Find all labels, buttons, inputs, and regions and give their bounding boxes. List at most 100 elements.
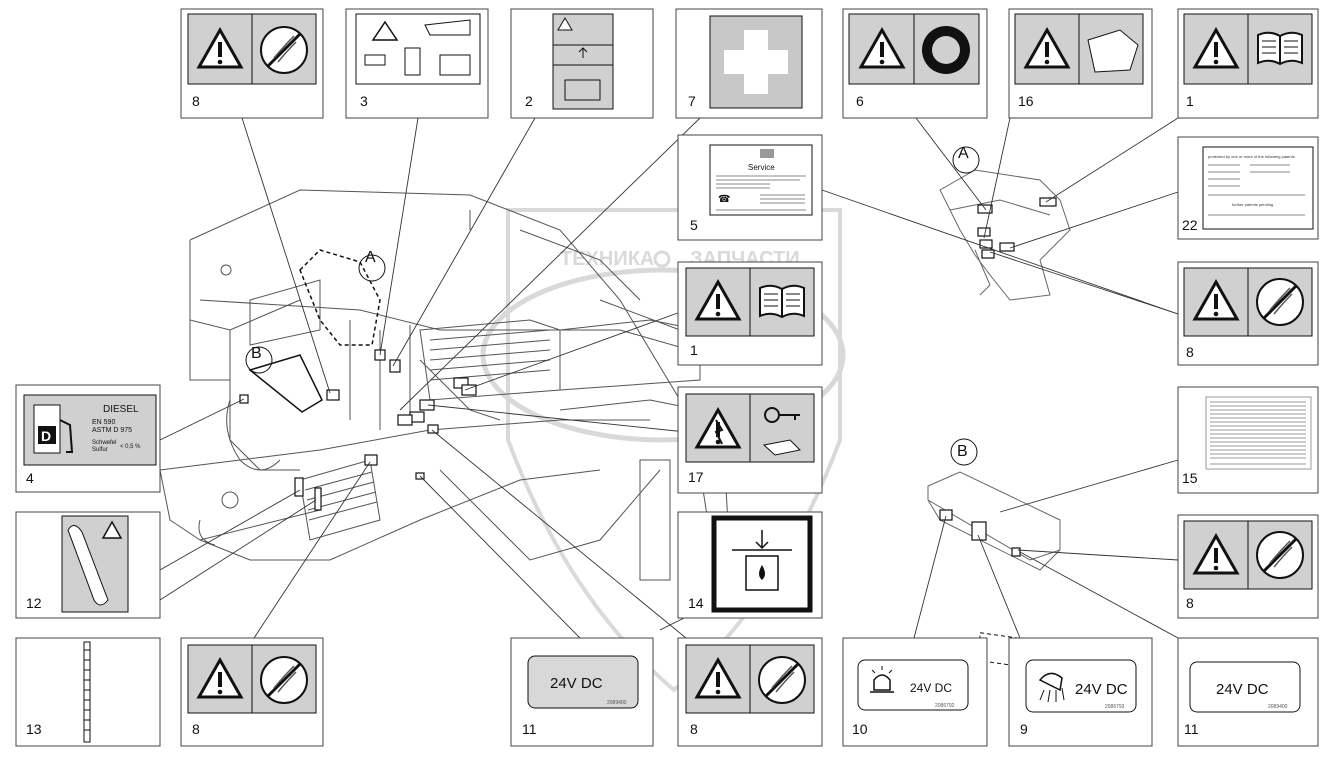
callout-box-5: Service ☎ 5 (677, 134, 823, 241)
detail-b-label: B (957, 443, 968, 460)
callout-number: 3 (360, 93, 368, 109)
scale-strip-icon (83, 641, 91, 743)
callout-number: 6 (856, 93, 864, 109)
callout-box-13: 13 (15, 637, 161, 747)
detail-a-label: A (958, 145, 969, 162)
callout-box-16: 16 (1008, 8, 1153, 119)
patents-footer: further patents pending (1232, 202, 1273, 207)
diesel-title: DIESEL (103, 404, 139, 415)
callout-box-9: 24V DC 2086793 9 (1008, 637, 1153, 747)
warning-icon (371, 20, 399, 41)
callout-number: 7 (688, 93, 696, 109)
view-b-label: B (251, 345, 262, 362)
battery-disconnect-icon (364, 19, 471, 76)
no-spray-icon (1255, 530, 1305, 580)
hydraulic-oil-icon (732, 549, 792, 591)
manual-icon (762, 439, 802, 456)
callout-number: 5 (690, 217, 698, 233)
no-spray-icon (1255, 277, 1305, 327)
detail-b-marker (950, 438, 978, 466)
callout-box-22: protected by one or more of the followin… (1177, 136, 1319, 240)
no-spray-icon (259, 25, 309, 75)
crush-hazard-icon (1087, 29, 1139, 73)
callout-number: 8 (192, 93, 200, 109)
callout-number: 17 (688, 469, 704, 485)
arrow-up-icon (578, 47, 588, 58)
region-b-outline (248, 354, 323, 413)
diesel-norm2: ASTM D 975 (92, 427, 132, 434)
callout-box-3: 3 (345, 8, 489, 119)
view-b-marker (245, 346, 273, 374)
voltage-code: 2089400 (1268, 704, 1288, 710)
callout-box-8-right-lower: 8 (1177, 514, 1319, 619)
diesel-sulfur-value: < 0,5 % (120, 444, 141, 450)
callout-box-12: 12 (15, 511, 161, 619)
callout-box-11: 24V DC 2089400 11 (510, 637, 654, 747)
diesel-sulfur-en: Sulfur (92, 447, 108, 453)
callout-number: 8 (1186, 595, 1194, 611)
leader-lines (159, 117, 1179, 639)
callout-box-8-bottom: 8 (180, 637, 324, 747)
warning-icon (557, 17, 573, 31)
service-title: Service (748, 163, 775, 172)
region-a-outline (299, 249, 381, 346)
callout-number: 15 (1182, 470, 1198, 486)
callout-box-4: D DIESEL EN 590 ASTM D 975 Schwefel Sulf… (15, 384, 161, 493)
callout-number: 1 (1186, 93, 1194, 109)
callout-number: 1 (690, 342, 698, 358)
callout-number: 11 (1184, 721, 1199, 737)
callout-number: 13 (26, 721, 42, 737)
view-a-detail (939, 169, 1071, 301)
diesel-sulfur-de: Schwefel (92, 440, 116, 446)
callout-number: 8 (192, 721, 200, 737)
callout-number: 9 (1020, 721, 1028, 737)
callout-box-6: 6 (842, 8, 988, 119)
voltage-code: 2086792 (935, 703, 955, 709)
callout-box-8: 8 (180, 8, 324, 119)
callout-number: 16 (1018, 93, 1034, 109)
callout-box-15: 15 (1177, 386, 1319, 494)
detail-a-marker (952, 146, 980, 174)
callout-box-11-right: 24V DC 2089400 11 (1177, 637, 1319, 747)
work-light-icon (1038, 672, 1063, 692)
diesel-norm1: EN 590 (92, 419, 115, 426)
phone-icon: ☎ (718, 194, 730, 205)
parts-table-lines (1210, 401, 1306, 465)
callout-number: 11 (522, 721, 537, 737)
pump-letter: D (41, 428, 51, 444)
view-b-detail (927, 471, 1061, 571)
machine-label-patches (239, 349, 477, 511)
view-b-patches (939, 509, 1021, 557)
callout-box-1-middle: 1 (677, 261, 823, 366)
callout-number: 2 (525, 93, 533, 109)
no-spray-icon (757, 655, 807, 705)
callout-box-2: 2 (510, 8, 654, 119)
callout-number: 8 (690, 721, 698, 737)
voltage-text: 24V DC (1216, 681, 1269, 698)
view-a-marker (358, 254, 386, 282)
warning-icon (101, 520, 123, 539)
view-a-label: A (365, 249, 376, 266)
callout-box-8-bottom-mid: 8 (677, 637, 823, 747)
track-pinch-icon (67, 525, 109, 606)
voltage-text: 24V DC (910, 681, 952, 695)
callout-number: 12 (26, 595, 42, 611)
gear-icon (653, 250, 671, 268)
voltage-code: 2089400 (607, 700, 627, 706)
callout-box-7: 7 (675, 8, 823, 119)
callout-number: 4 (26, 470, 34, 486)
view-a-patches (977, 197, 1057, 259)
screed-icon (564, 79, 601, 101)
callout-number: 10 (852, 721, 868, 737)
voltage-code: 2086793 (1105, 704, 1125, 710)
voltage-text: 24V DC (550, 675, 603, 692)
callout-number: 22 (1182, 217, 1198, 233)
callout-box-1: 1 (1177, 8, 1319, 119)
callout-number: 14 (688, 595, 704, 611)
no-spray-icon (259, 655, 309, 705)
voltage-text: 24V DC (1075, 681, 1128, 698)
callout-number: 8 (1186, 344, 1194, 360)
beacon-light-icon (870, 674, 894, 693)
manual-book-icon (1257, 31, 1303, 65)
